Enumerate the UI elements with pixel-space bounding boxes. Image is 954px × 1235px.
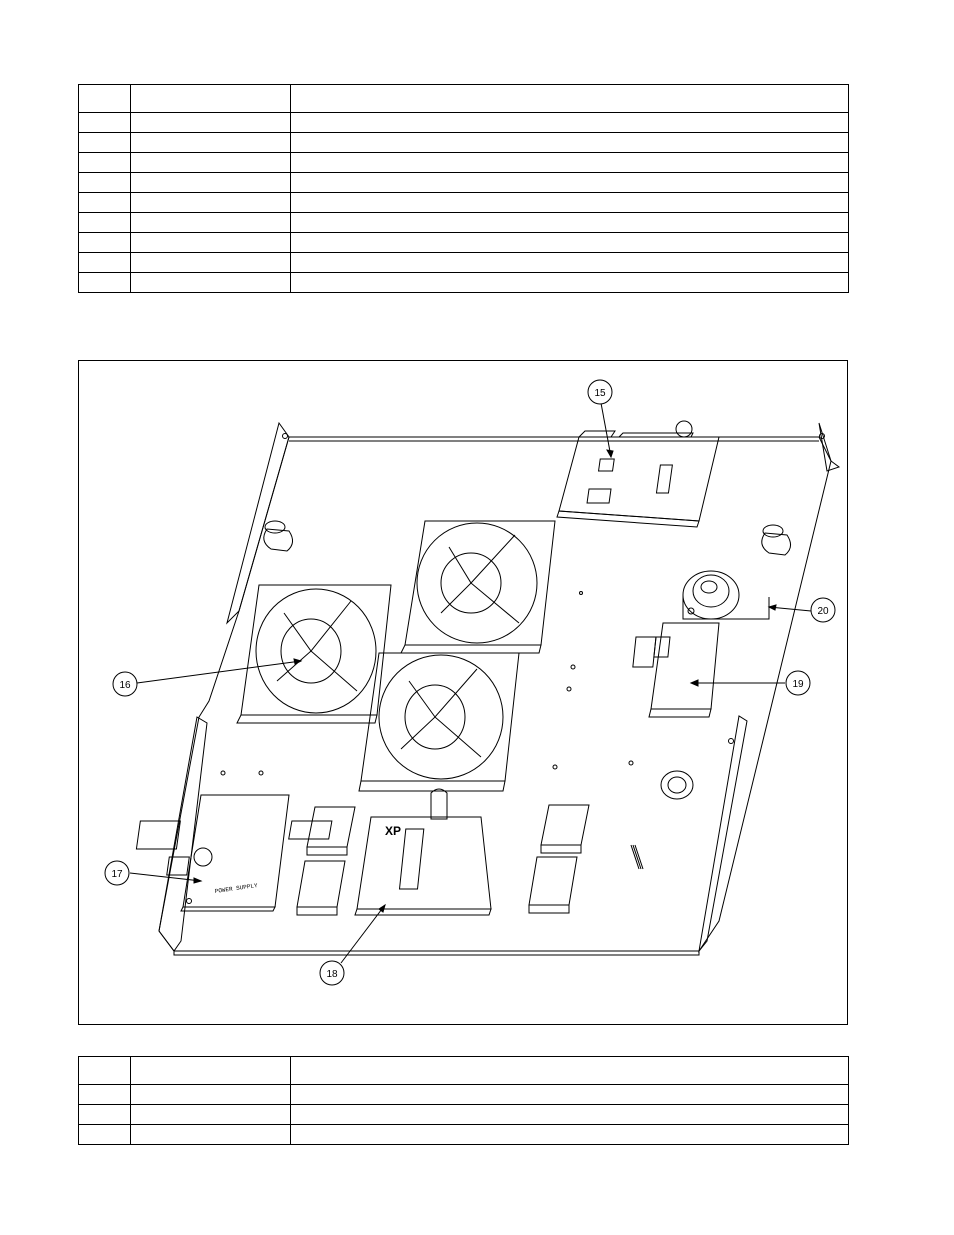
item-cell [78, 1124, 131, 1145]
power-supply-marking: POWER SUPPLY [214, 882, 258, 895]
item-cell [78, 1056, 131, 1085]
table-row [78, 1104, 849, 1125]
table-row [78, 252, 849, 273]
description-cell [290, 212, 849, 233]
item-cell [78, 1084, 131, 1105]
part-number-cell [130, 192, 291, 213]
description-cell [290, 232, 849, 253]
item-cell [78, 272, 131, 293]
item-cell [78, 112, 131, 133]
description-cell [290, 272, 849, 293]
description-cell [290, 1104, 849, 1125]
table-row [78, 1084, 849, 1105]
buzzer [682, 570, 770, 620]
item-cell [78, 172, 131, 193]
table-row [78, 272, 849, 293]
item-cell [78, 1104, 131, 1125]
xp-module: XP [288, 788, 492, 916]
parts-table-bottom [78, 1056, 849, 1145]
terminal-block-c [540, 804, 590, 854]
part-number-cell [130, 1056, 291, 1085]
item-cell [78, 132, 131, 153]
table-row [78, 1124, 849, 1145]
svg-text:18: 18 [326, 969, 338, 980]
description-cell [290, 84, 849, 113]
table-row [78, 192, 849, 213]
description-cell [290, 252, 849, 273]
description-cell [290, 112, 849, 133]
control-board [556, 420, 720, 528]
part-number-cell [130, 252, 291, 273]
description-cell [290, 172, 849, 193]
cable-clamp-left [263, 520, 293, 552]
callout-16: 16 [112, 671, 138, 697]
cable-clamp-right [761, 524, 791, 556]
table-header-row [78, 84, 849, 113]
description-cell [290, 1084, 849, 1105]
item-cell [78, 192, 131, 213]
chassis-plate [158, 421, 841, 956]
table-header-row [78, 1056, 849, 1085]
part-number-cell [130, 1124, 291, 1145]
fan-top [400, 520, 556, 654]
callout-18: 18 [319, 960, 345, 986]
table-row [78, 152, 849, 173]
item-cell [78, 212, 131, 233]
description-cell [290, 1056, 849, 1085]
xp-module-marking: XP [385, 824, 401, 838]
svg-text:19: 19 [792, 679, 804, 690]
part-number-cell [130, 1104, 291, 1125]
part-number-cell [130, 212, 291, 233]
spring [630, 844, 644, 870]
assembly-drawing: POWER SUPPLY XP [104, 379, 841, 986]
power-supply-board: POWER SUPPLY [135, 794, 290, 912]
part-number-cell [130, 152, 291, 173]
svg-text:15: 15 [594, 388, 606, 399]
callout-17: 17 [104, 860, 130, 886]
assembly-drawing-frame: POWER SUPPLY XP [78, 360, 848, 1025]
callout-15: 15 [587, 379, 613, 405]
part-number-cell [130, 112, 291, 133]
part-number-cell [130, 84, 291, 113]
part-number-cell [130, 272, 291, 293]
callout-19: 19 [785, 670, 811, 696]
part-number-cell [130, 232, 291, 253]
svg-text:16: 16 [119, 680, 131, 691]
table-row [78, 132, 849, 153]
part-number-cell [130, 172, 291, 193]
table-row [78, 232, 849, 253]
item-cell [78, 152, 131, 173]
fan-left [236, 584, 392, 724]
svg-text:20: 20 [817, 606, 829, 617]
description-cell [290, 192, 849, 213]
item-cell [78, 252, 131, 273]
relay-block [632, 622, 720, 718]
part-number-cell [130, 1084, 291, 1105]
svg-text:17: 17 [111, 869, 123, 880]
callout-20: 20 [810, 597, 836, 623]
parts-table-top [78, 84, 849, 293]
item-cell [78, 84, 131, 113]
fan-bottom [358, 652, 520, 792]
terminal-block-d [528, 856, 578, 914]
description-cell [290, 132, 849, 153]
description-cell [290, 1124, 849, 1145]
leader-lines [129, 402, 812, 964]
mounting-holes [220, 591, 634, 776]
grommet [660, 770, 694, 800]
terminal-block-b [296, 860, 346, 916]
item-cell [78, 232, 131, 253]
terminal-block-a [306, 806, 356, 856]
description-cell [290, 152, 849, 173]
part-number-cell [130, 132, 291, 153]
table-row [78, 112, 849, 133]
table-row [78, 212, 849, 233]
table-row [78, 172, 849, 193]
